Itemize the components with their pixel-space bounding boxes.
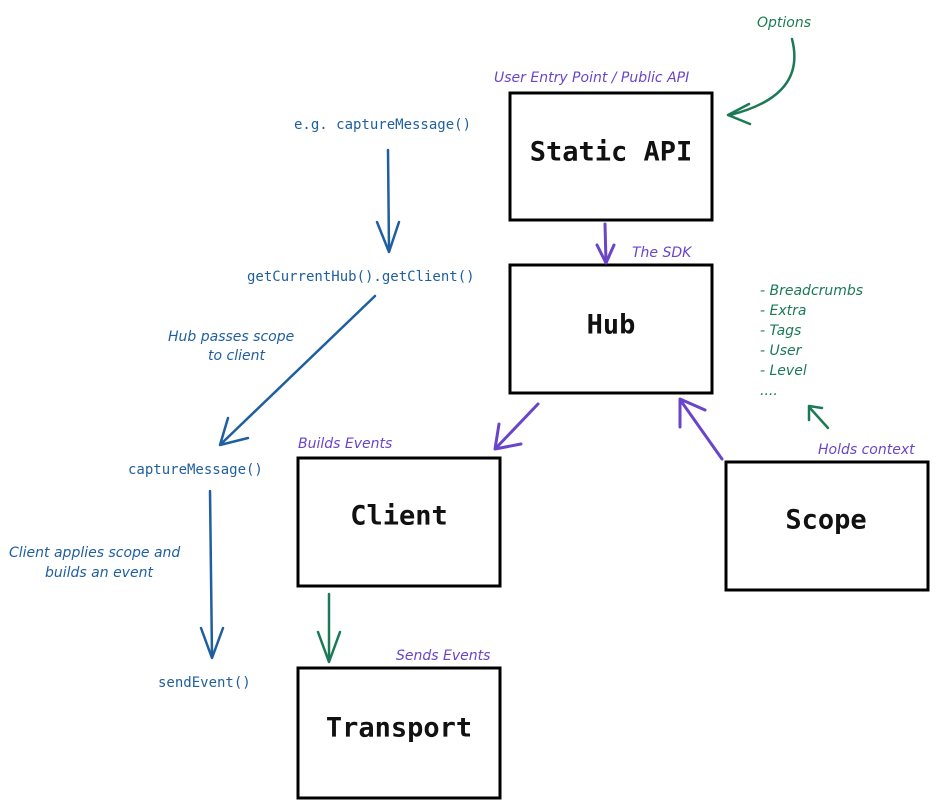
- arrow-static-to-hub: [595, 222, 616, 265]
- arrow-example-to-hub: [375, 148, 401, 254]
- arrow-hub-to-capture: [218, 294, 377, 447]
- capture-message-text: captureMessage(): [128, 462, 263, 478]
- sends-events-label: Sends Events: [396, 648, 490, 664]
- arrow-capture-to-send: [199, 489, 225, 660]
- context-item-extra: - Extra: [760, 303, 806, 319]
- transport-label: Transport: [326, 713, 472, 744]
- transport-box: Transport: [296, 666, 502, 800]
- hub-passes-scope-line2: to client: [208, 348, 265, 364]
- capture-message-example: e.g. captureMessage(): [294, 117, 471, 133]
- builds-events-label: Builds Events: [298, 436, 392, 452]
- arrow-hub-to-client: [493, 402, 540, 451]
- options-label: Options: [757, 15, 811, 31]
- send-event-text: sendEvent(): [158, 675, 251, 691]
- arrow-options-to-static: [726, 37, 796, 126]
- context-item-breadcrumbs: - Breadcrumbs: [760, 283, 863, 299]
- static-api-label: Static API: [530, 137, 693, 168]
- hub-passes-scope-line1: Hub passes scope: [168, 329, 294, 345]
- static-api-box: Static API: [508, 91, 714, 222]
- client-applies-line2: builds an event: [45, 565, 153, 581]
- scope-label: Scope: [785, 505, 866, 536]
- hub-label: Hub: [587, 310, 636, 341]
- client-label: Client: [350, 501, 448, 532]
- client-applies-line1: Client applies scope and: [9, 545, 180, 561]
- scope-box: Scope: [724, 460, 930, 592]
- hub-box: Hub: [508, 263, 714, 395]
- arrow-holds-context: [807, 404, 830, 430]
- user-entry-point-label: User Entry Point / Public API: [494, 70, 689, 86]
- the-sdk-label: The SDK: [632, 245, 693, 261]
- get-current-hub-text: getCurrentHub().getClient(): [247, 269, 475, 285]
- holds-context-label: Holds context: [818, 442, 915, 458]
- context-item-more: ....: [760, 383, 778, 399]
- context-list: - Breadcrumbs - Extra - Tags - User - Le…: [760, 283, 863, 399]
- arrow-scope-to-hub: [678, 397, 724, 461]
- client-box: Client: [296, 456, 502, 588]
- context-item-user: - User: [760, 343, 803, 359]
- context-item-level: - Level: [760, 363, 807, 379]
- arrow-client-to-transport: [316, 592, 342, 664]
- context-item-tags: - Tags: [760, 323, 801, 339]
